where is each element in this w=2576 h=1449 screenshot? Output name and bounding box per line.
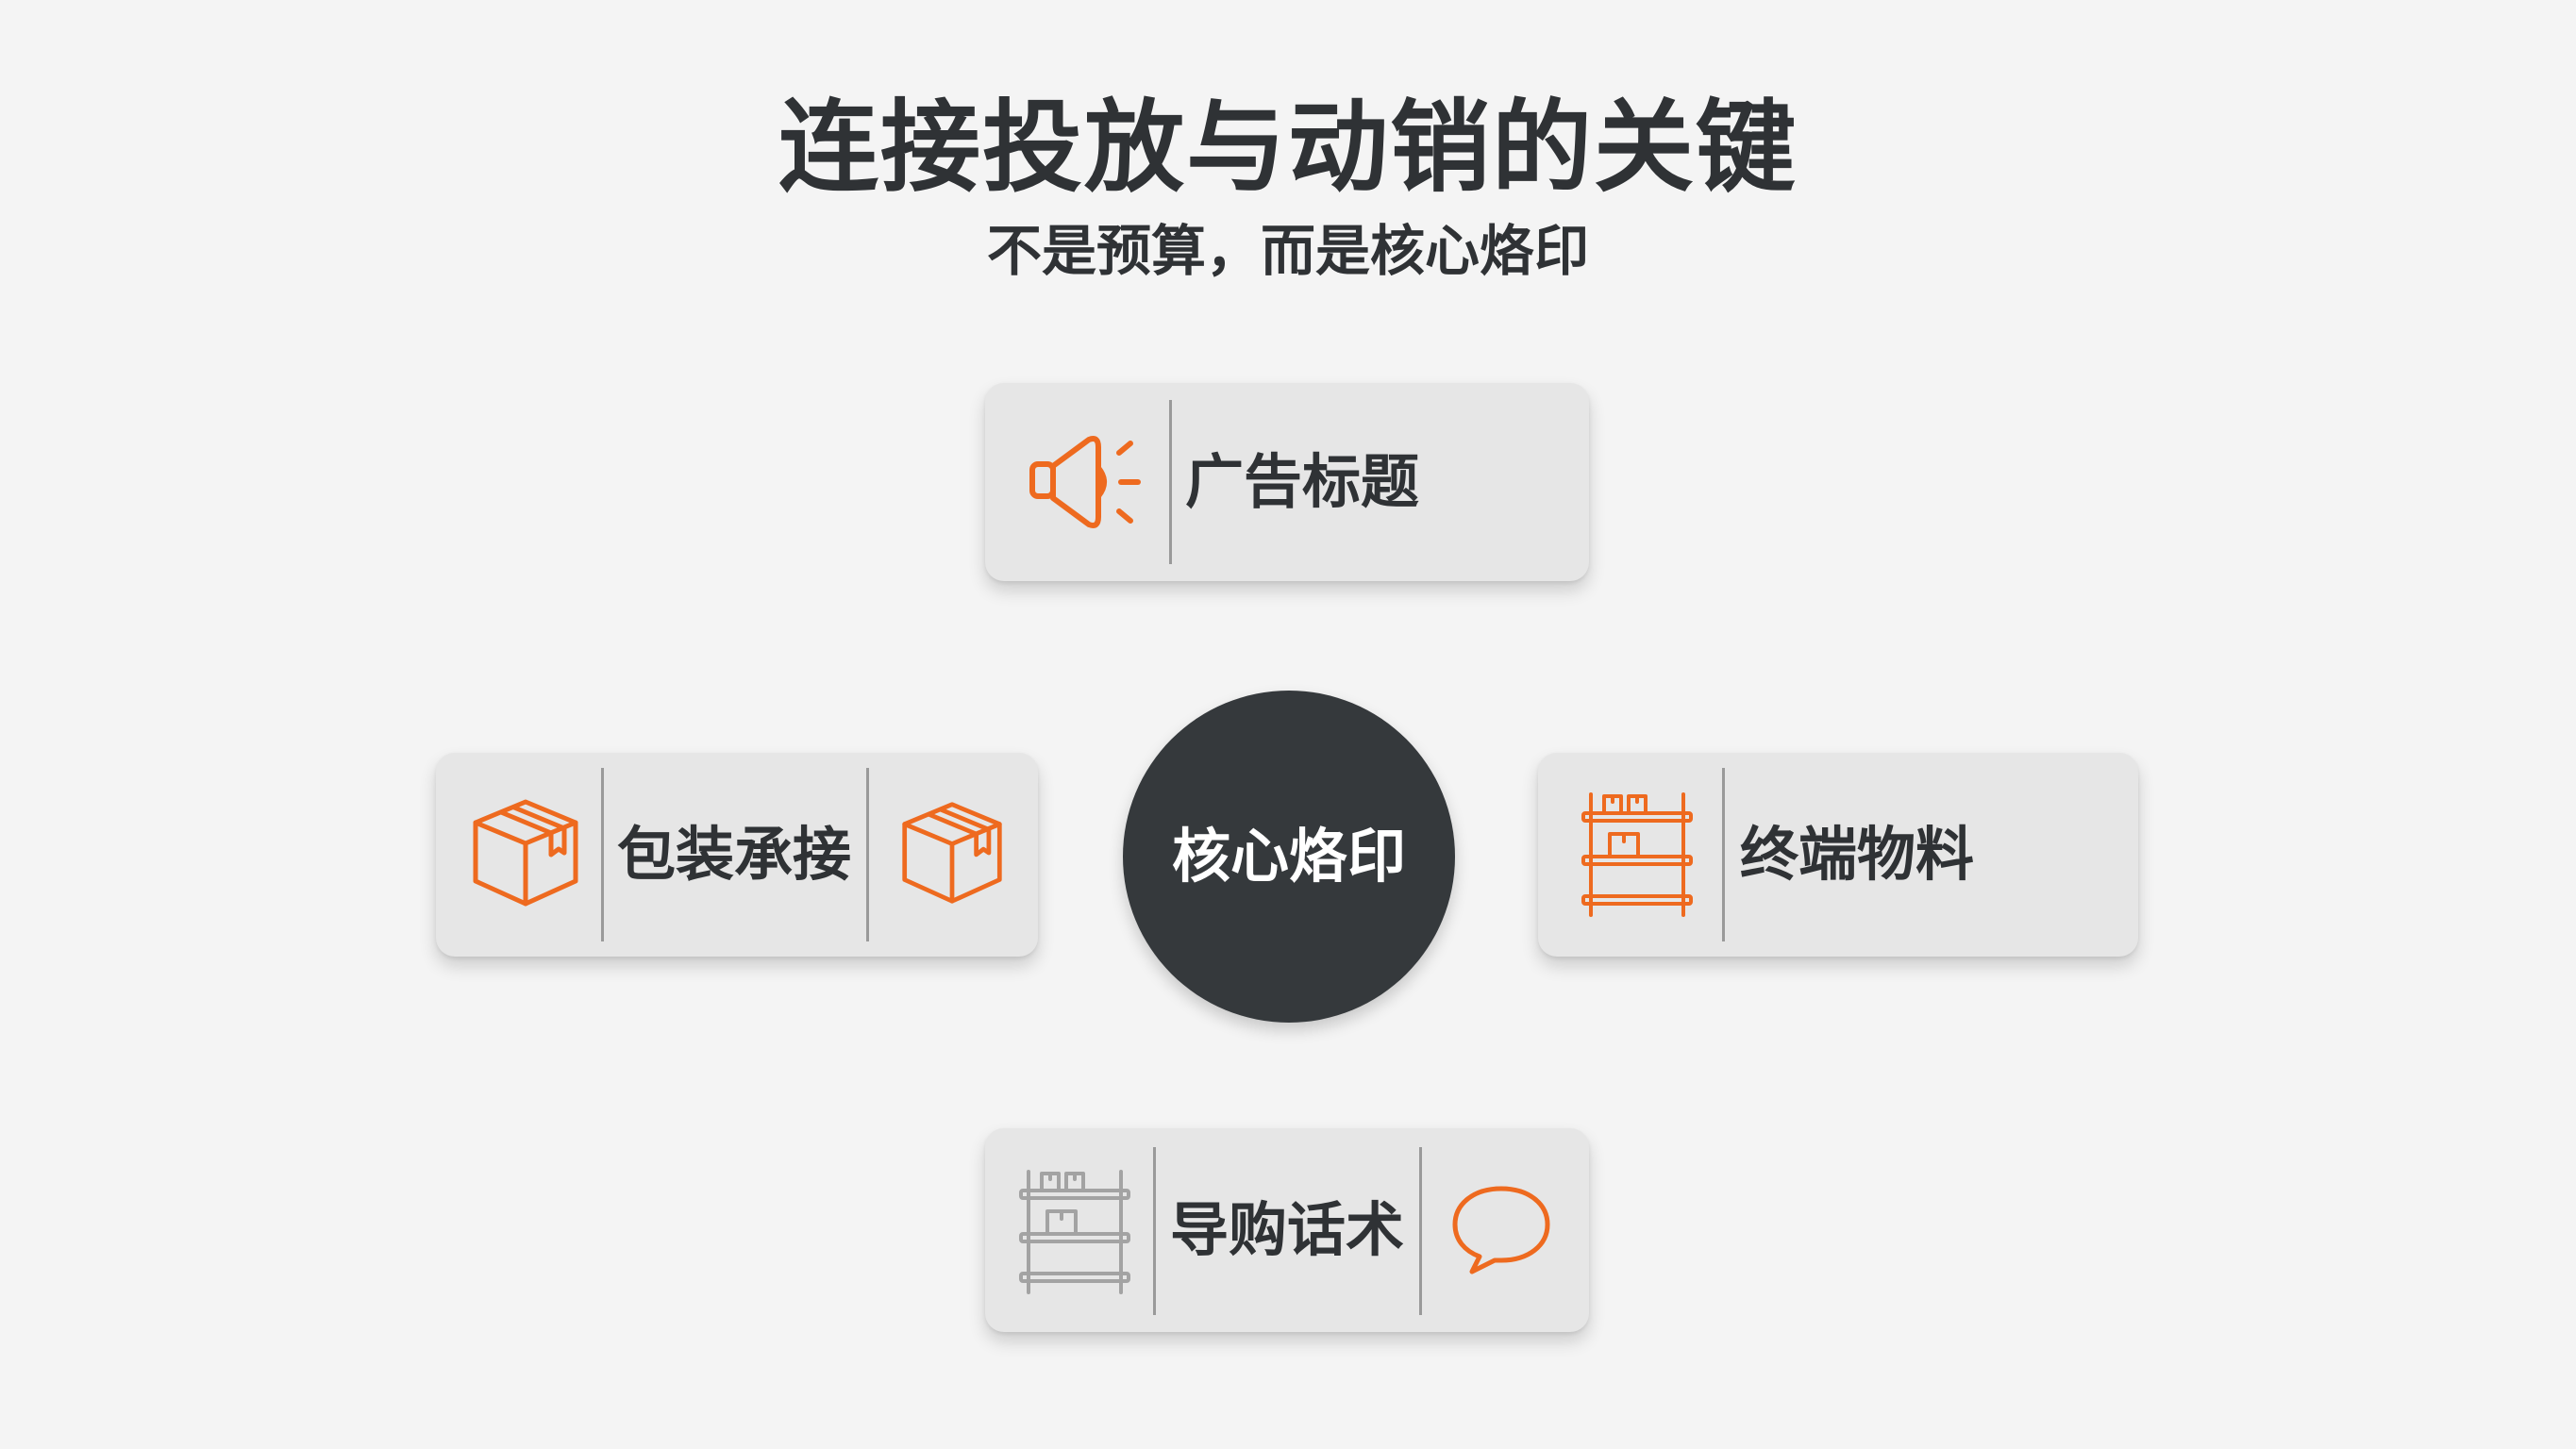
page-title: 连接投放与动销的关键	[778, 90, 1798, 206]
core-hub-label: 核心烙印	[1171, 822, 1406, 891]
node-label-terminal-materials: 终端物料	[1740, 820, 1975, 889]
card-divider	[1722, 768, 1725, 941]
node-card-ad-title: 广告标题	[985, 383, 1589, 581]
box-icon	[902, 802, 1002, 904]
shelf-icon	[1019, 1170, 1130, 1294]
card-divider	[1153, 1147, 1156, 1315]
node-card-packaging: 包装承接	[436, 753, 1038, 957]
card-divider	[866, 768, 869, 941]
node-label-ad-title: 广告标题	[1185, 447, 1420, 516]
card-divider	[601, 768, 604, 941]
node-label-sales-script: 导购话术	[1170, 1195, 1405, 1264]
speech-bubble-icon	[1452, 1186, 1550, 1274]
node-card-sales-script: 导购话术	[985, 1128, 1589, 1332]
node-card-terminal-materials: 终端物料	[1538, 753, 2138, 957]
page-subtitle: 不是预算，而是核心烙印	[986, 219, 1589, 283]
card-divider	[1169, 400, 1172, 564]
megaphone-icon	[1029, 436, 1141, 528]
box-icon	[473, 799, 578, 907]
core-hub: 核心烙印	[1123, 691, 1455, 1023]
node-label-packaging: 包装承接	[617, 820, 852, 889]
card-divider	[1419, 1147, 1422, 1315]
shelf-icon	[1581, 792, 1693, 917]
